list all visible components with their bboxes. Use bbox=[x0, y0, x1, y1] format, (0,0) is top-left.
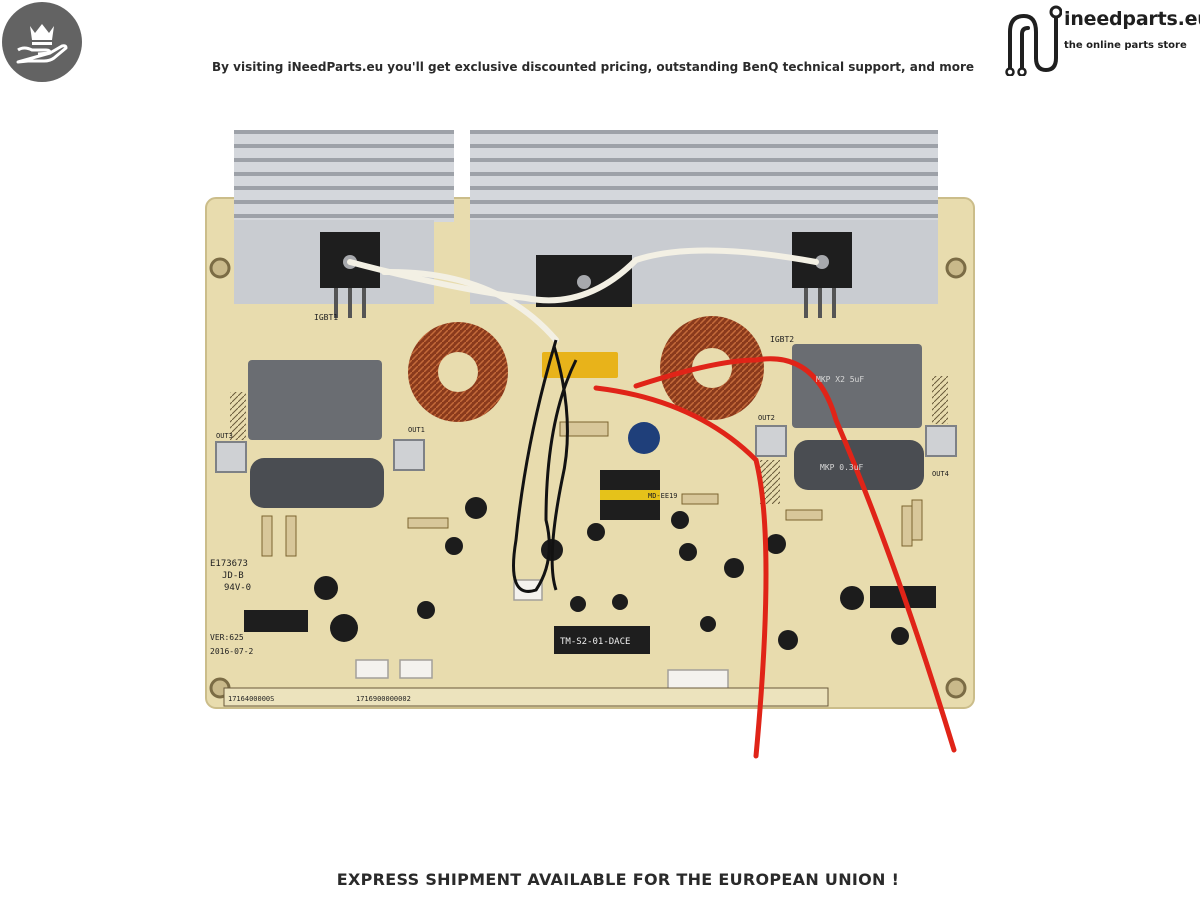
red-wires bbox=[593, 356, 957, 759]
marking-out2: OUT2 bbox=[758, 414, 775, 422]
crown-hand-icon bbox=[16, 24, 68, 64]
film-capacitor-top-left bbox=[248, 360, 382, 440]
white-wires bbox=[347, 247, 819, 343]
blue-capacitor bbox=[628, 422, 660, 454]
film-capacitor-top-right bbox=[792, 344, 922, 428]
marking-version: VER:625 bbox=[210, 633, 244, 642]
ic-left bbox=[244, 610, 308, 632]
mounting-holes bbox=[209, 257, 967, 699]
brand-name: ineedparts.eu bbox=[1064, 8, 1200, 30]
terminal-blocks bbox=[215, 425, 957, 473]
marking-cap-label-2: MKP 0.3uF bbox=[820, 463, 864, 472]
product-photo-power-board: IGBT1 IGBT2 OUT3 OUT1 OUT2 OUT4 MD-EE19 … bbox=[205, 130, 975, 759]
film-capacitor-bottom-right bbox=[794, 440, 924, 490]
marking-out1: OUT1 bbox=[408, 426, 425, 434]
brand-badge bbox=[2, 2, 82, 82]
x-capacitor bbox=[542, 352, 618, 378]
black-wires bbox=[512, 339, 578, 593]
electrolytic-capacitors bbox=[314, 497, 909, 650]
marking-chip: TM-S2-01-DACE bbox=[560, 637, 630, 647]
marking-part2: 1716900000002 bbox=[356, 695, 411, 703]
film-capacitor-bottom-left bbox=[250, 458, 384, 508]
igbt-right bbox=[792, 232, 852, 318]
marking-relay: MD-EE19 bbox=[648, 492, 678, 500]
brand-tagline: the online parts store bbox=[1064, 40, 1187, 51]
connectors bbox=[355, 579, 729, 691]
silkscreen-strip bbox=[223, 687, 829, 707]
brand-logo[interactable]: ineedparts.eu the online parts store bbox=[1002, 2, 1200, 80]
marking-approval: E173673 bbox=[210, 559, 248, 569]
shipping-notice: EXPRESS SHIPMENT AVAILABLE FOR THE EUROP… bbox=[336, 870, 900, 889]
circuit-logo-icon bbox=[1005, 5, 1062, 76]
marking-out4: OUT4 bbox=[932, 470, 949, 478]
marking-part1: 1716400000S bbox=[228, 695, 274, 703]
main-controller-ic bbox=[554, 626, 650, 654]
marking-rating: 94V-0 bbox=[224, 583, 251, 593]
promo-banner-text: By visiting iNeedParts.eu you'll get exc… bbox=[212, 60, 974, 74]
marking-date: 2016-07-2 bbox=[210, 647, 254, 656]
heatsink-left bbox=[234, 130, 454, 304]
marking-cert: JD-B bbox=[222, 571, 244, 581]
marking-igbt2: IGBT2 bbox=[770, 335, 794, 344]
resistors bbox=[261, 421, 923, 557]
marking-igbt1: IGBT1 bbox=[314, 313, 338, 322]
marking-cap-label-1: MKP X2 5uF bbox=[816, 375, 864, 384]
marking-out3: OUT3 bbox=[216, 432, 233, 440]
